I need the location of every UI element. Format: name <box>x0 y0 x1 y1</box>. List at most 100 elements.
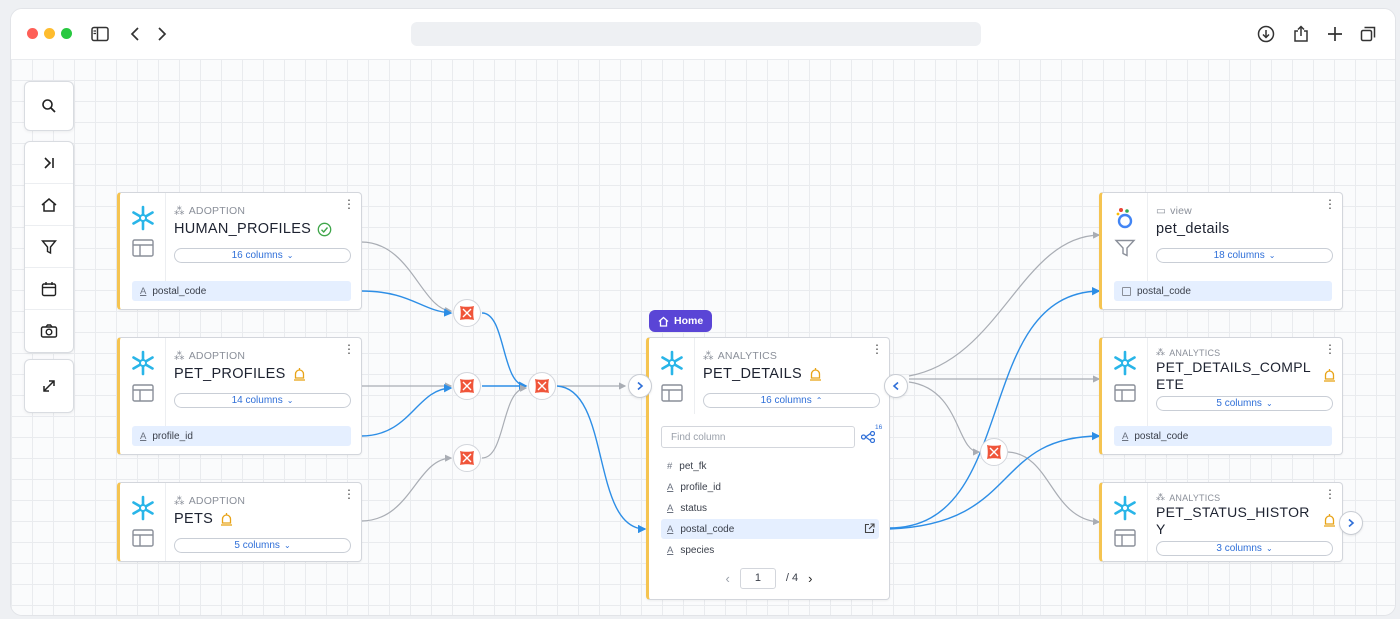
chevron-down-icon: ⌄ <box>286 251 294 260</box>
schema-label: ▭view <box>1156 205 1192 217</box>
collapse-icon[interactable] <box>25 142 73 184</box>
table-icon <box>1114 384 1136 402</box>
dbt-transform-node[interactable] <box>453 444 481 472</box>
more-menu-icon[interactable]: ⋮ <box>343 197 355 211</box>
more-menu-icon[interactable]: ⋮ <box>1324 197 1336 211</box>
edge <box>360 241 453 315</box>
schema-label: ⁂ADOPTION <box>174 350 246 362</box>
prev-page-icon[interactable]: ‹ <box>725 570 730 586</box>
card-sidebar <box>120 338 166 426</box>
forward-icon[interactable] <box>150 22 174 46</box>
table-card-pet-details[interactable]: ⁂ANALYTICS PET_DETAILS ⋮ 16 columns⌃ Fin… <box>646 337 890 600</box>
next-page-icon[interactable]: › <box>808 570 813 586</box>
collapse-downstream-button[interactable] <box>884 374 908 398</box>
more-menu-icon[interactable]: ⋮ <box>343 342 355 356</box>
check-status-icon <box>317 222 332 236</box>
expand-upstream-button[interactable] <box>628 374 652 398</box>
minimize-window-button[interactable] <box>44 28 55 39</box>
dbt-transform-node[interactable] <box>453 372 481 400</box>
search-icon[interactable] <box>25 82 73 130</box>
alert-icon <box>1324 514 1335 527</box>
table-card-human-profiles[interactable]: ⁂ADOPTION HUMAN_PROFILES ⋮ 16 columns⌄ A… <box>117 192 362 310</box>
find-column-input[interactable]: Find column <box>661 426 855 448</box>
funnel-icon <box>1114 239 1136 257</box>
card-sidebar <box>1102 193 1148 281</box>
columns-toggle[interactable]: 14 columns⌄ <box>174 393 351 408</box>
dbt-transform-node[interactable] <box>528 372 556 400</box>
camera-icon[interactable] <box>25 310 73 352</box>
snowflake-icon <box>132 205 154 231</box>
lineage-canvas[interactable]: ⁂ADOPTION HUMAN_PROFILES ⋮ 16 columns⌄ A… <box>11 59 1395 615</box>
chevron-down-icon: ⌄ <box>1265 399 1273 408</box>
lineage-column-row[interactable]: postal_code <box>1114 281 1332 301</box>
new-tab-icon[interactable] <box>1323 22 1347 46</box>
columns-toggle[interactable]: 5 columns⌄ <box>1156 396 1333 411</box>
calendar-icon[interactable] <box>25 268 73 310</box>
view-card-pet-details[interactable]: ▭view pet_details ⋮ 18 columns⌄ postal_c… <box>1099 192 1343 310</box>
filter-icon[interactable] <box>25 226 73 268</box>
more-menu-icon[interactable]: ⋮ <box>871 342 883 356</box>
string-type-icon: A <box>667 523 674 535</box>
dbt-icon <box>987 445 1001 459</box>
more-menu-icon[interactable]: ⋮ <box>343 487 355 501</box>
edge <box>481 384 528 459</box>
table-card-pets[interactable]: ⁂ADOPTION PETS ⋮ 5 columns⌄ <box>117 482 362 562</box>
home-badge: Home <box>649 310 713 332</box>
column-lineage-icon[interactable]: 16 <box>860 424 883 444</box>
string-type-icon: A <box>667 481 674 493</box>
close-window-button[interactable] <box>27 28 38 39</box>
open-external-icon[interactable] <box>864 523 875 534</box>
edge <box>360 290 453 317</box>
dbt-icon <box>535 379 549 393</box>
columns-toggle[interactable]: 3 columns⌄ <box>1156 541 1333 556</box>
dbt-transform-node[interactable] <box>453 299 481 327</box>
table-card-pet-details-complete[interactable]: ⁂ANALYTICS PET_DETAILS_COMPL ETE ⋮ 5 col… <box>1099 337 1343 455</box>
card-sidebar <box>120 193 166 281</box>
table-title: PET_DETAILS_COMPL ETE <box>1156 359 1311 392</box>
columns-toggle[interactable]: 5 columns⌄ <box>174 538 351 553</box>
home-icon[interactable] <box>25 184 73 226</box>
column-item[interactable]: #pet_fk <box>667 460 707 472</box>
table-icon <box>661 384 683 402</box>
columns-toggle[interactable]: 18 columns⌄ <box>1156 248 1333 263</box>
schema-icon: ⁂ <box>174 495 185 507</box>
maximize-window-button[interactable] <box>61 28 72 39</box>
back-icon[interactable] <box>123 22 147 46</box>
chevron-down-icon: ⌄ <box>283 541 291 550</box>
alert-icon <box>809 367 821 381</box>
chevron-right-icon <box>637 381 644 391</box>
columns-toggle[interactable]: 16 columns⌄ <box>174 248 351 263</box>
columns-toggle[interactable]: 16 columns⌃ <box>703 393 880 408</box>
page-total: / 4 <box>785 572 799 584</box>
page-input[interactable]: 1 <box>739 567 776 589</box>
schema-icon: ⁂ <box>1156 492 1166 502</box>
dbt-transform-node[interactable] <box>980 438 1008 466</box>
dimension-type-icon <box>1122 286 1131 296</box>
edge <box>1007 451 1101 526</box>
sidebar-icon[interactable] <box>88 22 112 46</box>
table-icon <box>132 384 154 402</box>
card-sidebar <box>120 483 166 561</box>
alert-icon <box>293 367 305 381</box>
expand-downstream-button[interactable] <box>1339 511 1363 535</box>
chevron-up-icon: ⌃ <box>815 396 823 405</box>
table-card-pet-status-history[interactable]: ⁂ANALYTICS PET_STATUS_HISTOR Y ⋮ 3 colum… <box>1099 482 1343 562</box>
chevron-right-icon <box>1348 518 1355 528</box>
more-menu-icon[interactable]: ⋮ <box>1324 487 1336 501</box>
tabs-icon[interactable] <box>1356 22 1380 46</box>
browser-window: ⁂ADOPTION HUMAN_PROFILES ⋮ 16 columns⌄ A… <box>10 8 1396 616</box>
address-bar[interactable] <box>411 22 981 46</box>
download-icon[interactable] <box>1254 22 1278 46</box>
fit-view-icon[interactable] <box>25 360 73 412</box>
share-icon[interactable] <box>1289 22 1313 46</box>
more-menu-icon[interactable]: ⋮ <box>1324 342 1336 356</box>
table-title: PET_PROFILES <box>174 366 307 382</box>
